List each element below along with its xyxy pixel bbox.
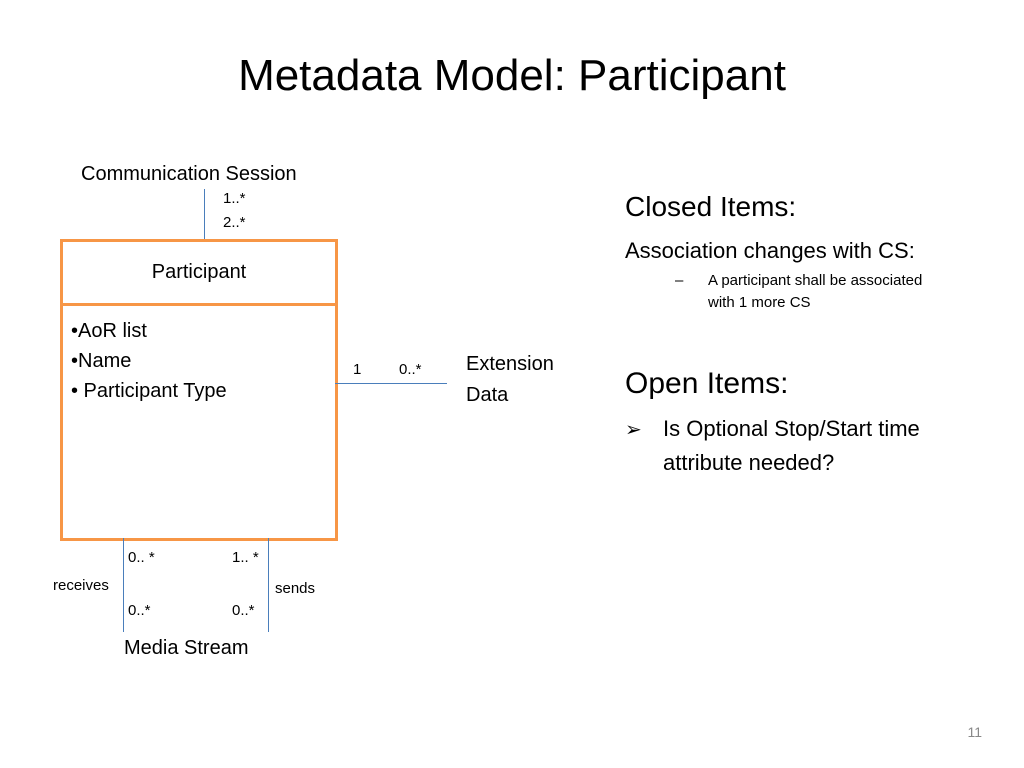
open-items-heading: Open Items: <box>625 367 789 400</box>
arrow-bullet-icon: ➢ <box>625 419 642 441</box>
page-number: 11 <box>967 724 982 740</box>
open-item-text: Is Optional Stop/Start time attribute ne… <box>663 416 920 475</box>
sends-multiplicity-top: 1.. * <box>232 549 259 566</box>
participant-class-box: Participant •AoR list •Name • Participan… <box>60 239 338 541</box>
sends-label: sends <box>275 580 316 597</box>
closed-item-association: Association changes with CS: <box>625 238 915 263</box>
receives-label: receives <box>53 577 109 594</box>
session-multiplicity-1: 1..* <box>223 190 246 207</box>
receives-multiplicity-top: 0.. * <box>128 549 155 566</box>
receives-connector-line <box>123 538 124 632</box>
session-multiplicity-2: 2..* <box>223 214 246 231</box>
closed-subitem-text: A participant shall be associated with 1… <box>708 272 923 311</box>
extension-data-label-line1: Extension <box>466 353 554 375</box>
closed-subitem: – A participant shall be associated with… <box>625 270 1005 314</box>
participant-class-header: Participant <box>63 242 335 306</box>
attribute-participant-type: • Participant Type <box>71 380 227 402</box>
receives-multiplicity-bottom: 0..* <box>128 602 151 619</box>
extension-multiplicity-left: 1 <box>353 361 362 378</box>
communication-session-label: Communication Session <box>81 163 297 185</box>
sends-multiplicity-bottom: 0..* <box>232 602 255 619</box>
extension-data-label-line2: Data <box>466 384 509 406</box>
open-item: ➢ Is Optional Stop/Start time attribute … <box>625 412 1005 480</box>
notes-panel: Closed Items: Association changes with C… <box>625 188 1005 480</box>
participant-attributes: •AoR list •Name • Participant Type <box>63 306 335 406</box>
extension-multiplicity-right: 0..* <box>399 361 422 378</box>
attribute-aor-list: •AoR list <box>71 320 147 342</box>
sends-connector-line <box>268 538 269 632</box>
dash-bullet: – <box>675 272 684 289</box>
extension-connector-line <box>335 383 447 384</box>
session-connector-line <box>204 189 205 240</box>
closed-items-heading: Closed Items: <box>625 191 797 222</box>
media-stream-label: Media Stream <box>124 637 249 659</box>
attribute-name: •Name <box>71 350 132 372</box>
slide-title: Metadata Model: Participant <box>238 51 786 100</box>
